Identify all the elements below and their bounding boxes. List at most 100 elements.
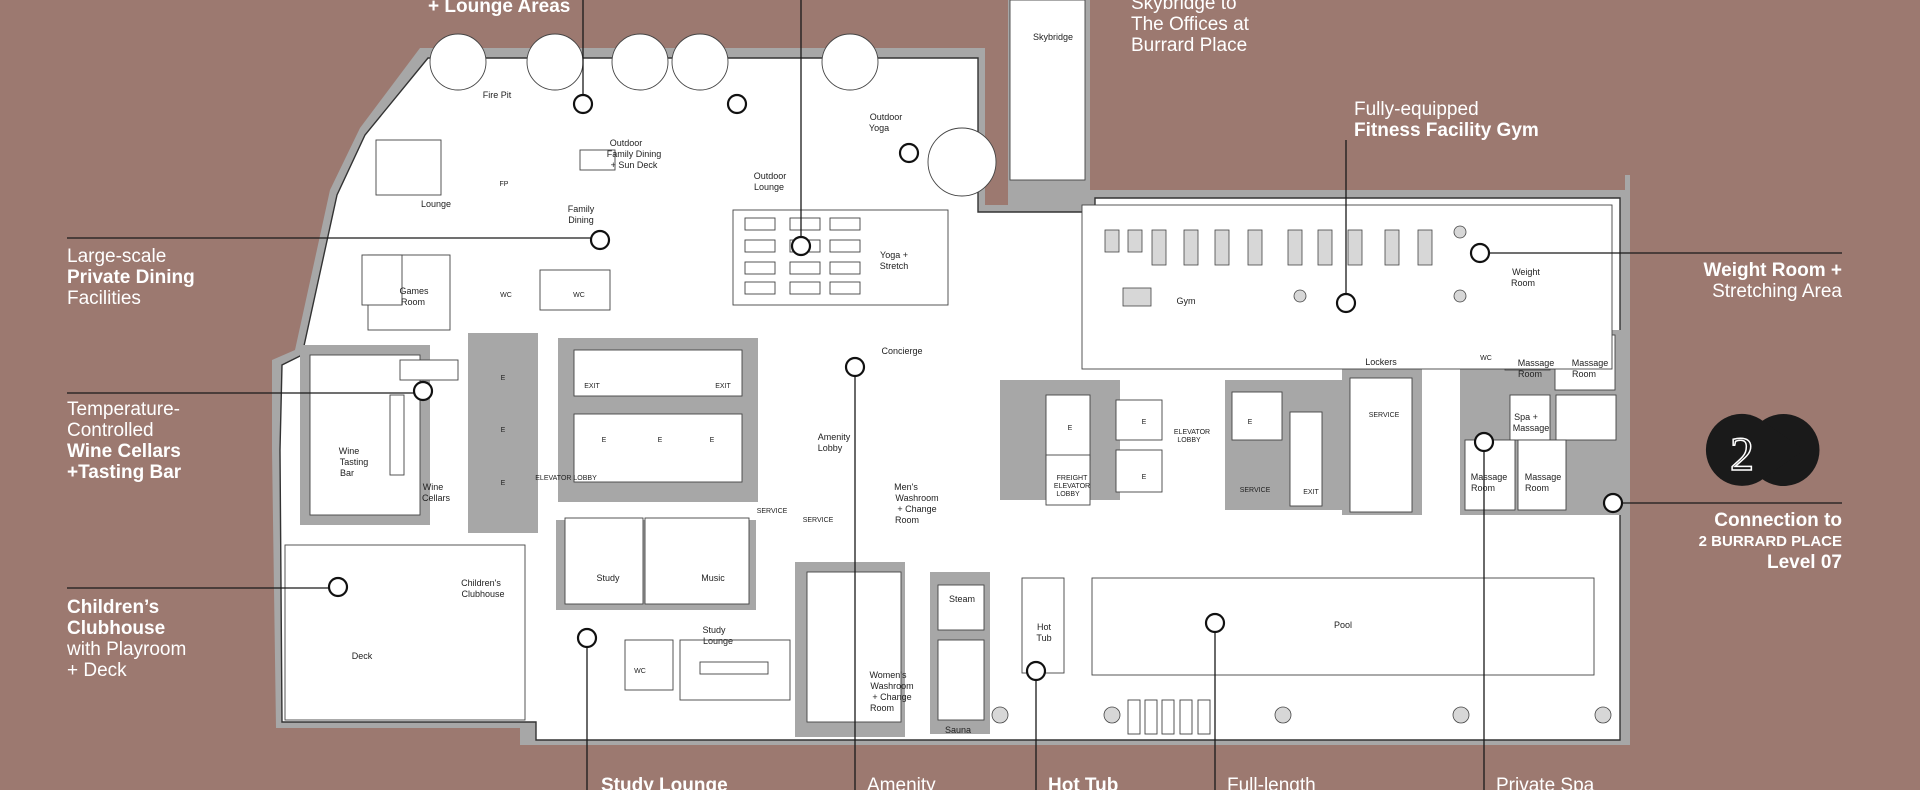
label-exit-3: EXIT	[1303, 489, 1319, 496]
callout-study-lounge-line1: Study Lounge	[601, 775, 728, 790]
label-yoga-stretch-1: Yoga +	[880, 250, 908, 260]
label-wc-1: WC	[500, 292, 512, 299]
callout-children-line1: Children’s	[67, 597, 160, 618]
callout-skybridge-line2: The Offices at	[1131, 14, 1249, 35]
label-outdoor-yoga-1: Outdoor	[870, 112, 903, 122]
callout-private-spa: Private Spa	[1496, 775, 1594, 790]
label-mens-washroom-1: Men's	[894, 482, 918, 492]
label-elevator-e-8: E	[1142, 419, 1147, 426]
callout-connection: Connection to 2 BURRARD PLACE Level 07	[1699, 510, 1842, 573]
callout-connection-line1: Connection to	[1714, 510, 1842, 531]
marker-outdoor-yoga	[898, 142, 920, 164]
label-spa-massage-2: Massage	[1513, 423, 1550, 433]
label-gym: Gym	[1177, 296, 1196, 306]
callout-fitness-line1: Fully-equipped	[1354, 99, 1479, 120]
marker-spa	[1473, 431, 1495, 453]
callout-dining-line3: Facilities	[67, 288, 141, 309]
label-pool: Pool	[1334, 620, 1352, 630]
callout-fitness-line2: Fitness Facility Gym	[1354, 120, 1539, 141]
marker-pool	[1204, 612, 1226, 634]
label-wc-4: WC	[634, 668, 646, 675]
callout-weight-room: Weight Room + Stretching Area	[1704, 260, 1842, 302]
label-lounge: Lounge	[421, 199, 451, 209]
label-massage-3a: Massage	[1471, 472, 1508, 482]
label-elevator-e-6: E	[710, 437, 715, 444]
callout-connection-line3: Level 07	[1767, 552, 1842, 573]
label-massage-1b: Room	[1518, 369, 1542, 379]
callout-weight-line2: Stretching Area	[1712, 281, 1842, 302]
label-freight-1: FREIGHT	[1057, 475, 1088, 482]
label-freight-2: ELEVATOR	[1054, 483, 1090, 490]
callout-full-length-line1: Full-length	[1227, 775, 1316, 790]
pool-deck-furniture	[361, 139, 1612, 735]
label-exit-2: EXIT	[715, 383, 731, 390]
label-skybridge: Skybridge	[1033, 32, 1073, 42]
label-fire-pit: Fire Pit	[483, 90, 512, 100]
label-hot-tub-2: Tub	[1036, 633, 1051, 643]
label-hot-tub-1: Hot	[1037, 622, 1052, 632]
marker-wine-cellars	[412, 380, 434, 402]
label-games-room-1: Games	[399, 286, 429, 296]
label-steam: Steam	[949, 594, 975, 604]
label-massage-1a: Massage	[1518, 358, 1555, 368]
callout-wine-line3: Wine Cellars	[67, 441, 181, 462]
gym-equipment	[1104, 225, 1467, 307]
label-games-room-2: Room	[401, 297, 425, 307]
label-study: Study	[596, 573, 620, 583]
label-wine-tasting-3: Bar	[340, 468, 354, 478]
label-fp: FP	[500, 181, 509, 188]
label-amenity-lobby-2: Lobby	[818, 443, 843, 453]
label-womens-washroom-2: Washroom	[870, 681, 913, 691]
callout-wine-line2: Controlled	[67, 420, 154, 441]
callout-wine-cellars: Temperature- Controlled Wine Cellars +Ta…	[67, 399, 181, 483]
marker-outdoor-dining	[726, 93, 748, 115]
label-weight-room-1: Weight	[1512, 267, 1540, 277]
label-service-4: SERVICE	[1369, 412, 1400, 419]
label-elevator-e-1: E	[501, 375, 506, 382]
label-outdoor-lounge-2: Lounge	[754, 182, 784, 192]
label-service-3: SERVICE	[1240, 487, 1271, 494]
label-wc-3: WC	[1480, 355, 1492, 362]
label-elevator-lobby-2b: LOBBY	[1177, 437, 1201, 444]
callout-children-line4: + Deck	[67, 660, 127, 681]
marker-yoga-stretch	[790, 235, 812, 257]
marker-clubhouse	[327, 576, 349, 598]
label-womens-washroom-3: + Change	[872, 692, 911, 702]
level-badge: 2	[1705, 413, 1820, 487]
label-massage-2b: Room	[1572, 369, 1596, 379]
trees	[429, 33, 997, 197]
marker-concierge	[844, 356, 866, 378]
label-massage-3b: Room	[1471, 483, 1495, 493]
callout-amenity-line1: Amenity	[867, 775, 936, 790]
label-service-2: SERVICE	[803, 517, 834, 524]
label-wine-cellars-1: Wine	[423, 482, 444, 492]
marker-family-dining	[589, 229, 611, 251]
marker-connection	[1602, 492, 1624, 514]
label-elevator-e-3: E	[501, 480, 506, 487]
label-womens-washroom-4: Room	[870, 703, 894, 713]
label-exit-1: EXIT	[584, 383, 600, 390]
label-weight-room-2: Room	[1511, 278, 1535, 288]
label-elevator-e-2: E	[501, 427, 506, 434]
label-elevator-e-4: E	[602, 437, 607, 444]
label-clubhouse-1: Children's	[461, 578, 501, 588]
callout-study-lounge: Study Lounge	[601, 775, 728, 790]
label-family-dining-1: Family	[568, 204, 595, 214]
label-elevator-e-10: E	[1248, 419, 1253, 426]
label-music: Music	[701, 573, 725, 583]
callout-hot-tub: Hot Tub	[1048, 775, 1118, 790]
marker-lounge	[572, 93, 594, 115]
callout-children-line3: with Playroom	[67, 639, 187, 660]
label-elevator-lobby-2a: ELEVATOR	[1174, 429, 1210, 436]
callout-lounge-areas: + Lounge Areas	[428, 0, 570, 17]
label-outdoor-family-dining-2: Family Dining	[607, 149, 662, 159]
label-sauna: Sauna	[945, 725, 971, 735]
callout-skybridge: Skybridge to The Offices at Burrard Plac…	[1131, 0, 1249, 56]
level-badge-number: 2	[1730, 428, 1754, 481]
label-massage-2a: Massage	[1572, 358, 1609, 368]
label-lockers: Lockers	[1365, 357, 1397, 367]
label-wine-cellars-2: Cellars	[422, 493, 451, 503]
leader-lines	[67, 0, 1842, 790]
